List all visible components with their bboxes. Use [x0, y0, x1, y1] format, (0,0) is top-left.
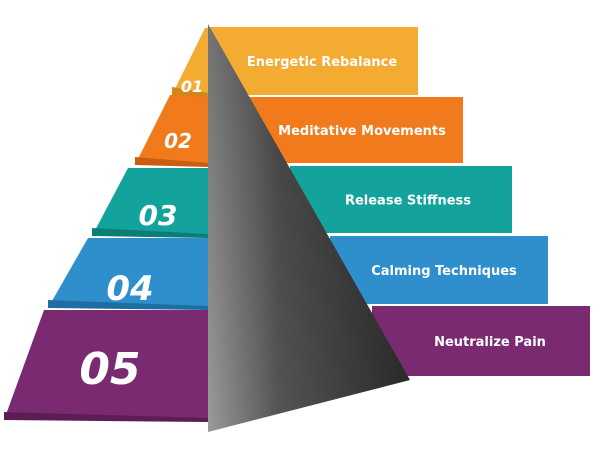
pyramid-band-1 — [172, 28, 208, 95]
level-number-1: 01 — [181, 77, 203, 96]
level-bar-rect-2 — [245, 97, 463, 163]
level-label-3: Release Stiffness — [345, 194, 471, 209]
label-bars: Energetic Rebalance Meditative Movements… — [208, 27, 590, 376]
pyramid-dark-face — [208, 24, 410, 432]
level-bar-rect-3 — [290, 166, 512, 233]
pyramid-band-3 — [92, 168, 208, 236]
level-label-5: Neutralize Pain — [434, 335, 546, 350]
pyramid-band-2 — [135, 95, 208, 165]
level-numbers: 01 02 03 04 05 — [79, 77, 203, 395]
level-label-4: Calming Techniques — [371, 264, 517, 279]
level-label-2: Meditative Movements — [278, 124, 446, 139]
pyramid-band-5 — [4, 310, 208, 420]
level-bar-rect-5 — [372, 306, 590, 376]
level-number-4: 04 — [106, 269, 153, 309]
level-number-2: 02 — [164, 129, 192, 153]
level-bar-5: Neutralize Pain — [372, 306, 590, 376]
level-bar-rect-4 — [330, 236, 548, 304]
level-number-5: 05 — [79, 344, 140, 395]
pyramid-ledge-2 — [135, 157, 208, 167]
pyramid-ledge-5 — [4, 412, 208, 422]
level-bar-2: Meditative Movements — [245, 97, 463, 163]
pyramid-band-4 — [48, 238, 208, 308]
pyramid-left-bands — [4, 28, 208, 422]
level-label-1: Energetic Rebalance — [247, 55, 397, 70]
pyramid-ledge-1 — [172, 87, 208, 97]
level-bar-1: Energetic Rebalance — [208, 27, 418, 95]
level-bar-rect-1 — [208, 27, 418, 95]
level-bar-3: Release Stiffness — [290, 166, 512, 233]
pyramid-ledge-3 — [92, 228, 208, 238]
level-number-3: 03 — [139, 199, 178, 232]
pyramid-ledge-4 — [48, 300, 208, 310]
pyramid-face-shade — [208, 24, 410, 432]
level-bar-4: Calming Techniques — [330, 236, 548, 304]
